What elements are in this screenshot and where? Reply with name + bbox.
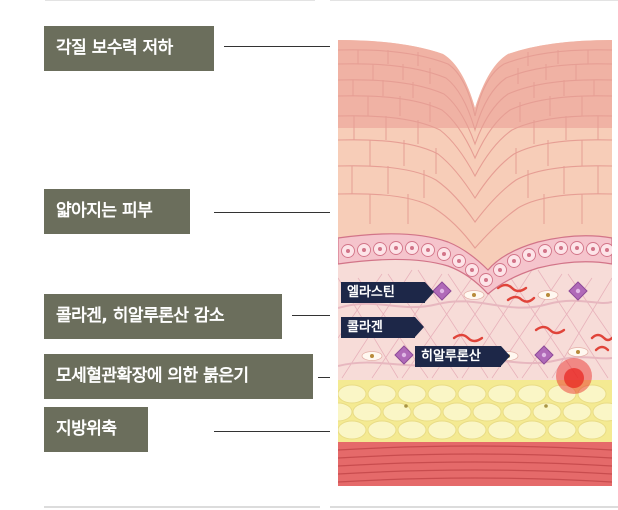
bottom-divider-left [44,506,320,508]
tag-elastin: 엘라스틴 [341,282,434,303]
elastin-fibers [452,283,612,352]
tag-collagen-text: 콜라겐 [347,320,383,335]
label-redness-text: 모세혈관확장에 의한 붉은기 [56,366,249,386]
leader-collagen-loss [292,315,330,316]
muscle-layer [338,440,612,486]
skin-cross-section-illustration [338,40,612,486]
tag-hyaluronic-acid-text: 히알루론산 [421,349,481,364]
bottom-divider-right [330,506,618,508]
leader-fat-atrophy [214,431,330,432]
label-thinning: 얇아지는 피부 [44,189,190,234]
fat-layer [338,378,612,442]
epidermis-layer [338,40,612,295]
leader-redness [318,377,330,378]
label-thinning-text: 얇아지는 피부 [56,201,153,221]
label-redness: 모세혈관확장에 의한 붉은기 [44,354,313,399]
label-collagen-loss-text: 콜라겐, 히알루론산 감소 [56,306,225,326]
leader-keratin [224,46,330,47]
tag-elastin-text: 엘라스틴 [347,285,395,300]
tag-collagen: 콜라겐 [341,317,424,338]
top-divider-right [330,0,618,1]
label-keratin: 각질 보수력 저하 [44,26,214,71]
leader-thinning [214,212,330,213]
tag-hyaluronic-acid: 히알루론산 [415,346,510,367]
label-fat-atrophy: 지방위축 [44,407,148,452]
hyaluronic-acid-molecules [394,281,588,365]
label-fat-atrophy-text: 지방위축 [56,419,117,439]
label-collagen-loss: 콜라겐, 히알루론산 감소 [44,294,282,339]
label-keratin-text: 각질 보수력 저하 [56,38,173,58]
top-divider-left [45,0,315,1]
